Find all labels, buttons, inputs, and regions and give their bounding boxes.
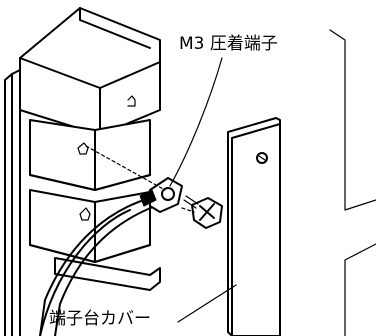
terminal-block-icon bbox=[19, 7, 161, 291]
bracket-icon bbox=[329, 29, 376, 336]
mounting-frame-icon bbox=[4, 69, 21, 336]
terminal-label: M3 圧着端子 bbox=[179, 34, 278, 54]
screw-icon bbox=[183, 195, 223, 229]
cable-icon bbox=[39, 197, 159, 336]
terminal-leader-line bbox=[169, 57, 223, 187]
guide-lines bbox=[85, 145, 195, 213]
cover-plate-icon bbox=[227, 117, 281, 336]
cover-leader-line bbox=[177, 284, 237, 323]
crimp-terminal-icon bbox=[139, 177, 183, 213]
cover-label: 端子台カバー bbox=[49, 309, 151, 329]
